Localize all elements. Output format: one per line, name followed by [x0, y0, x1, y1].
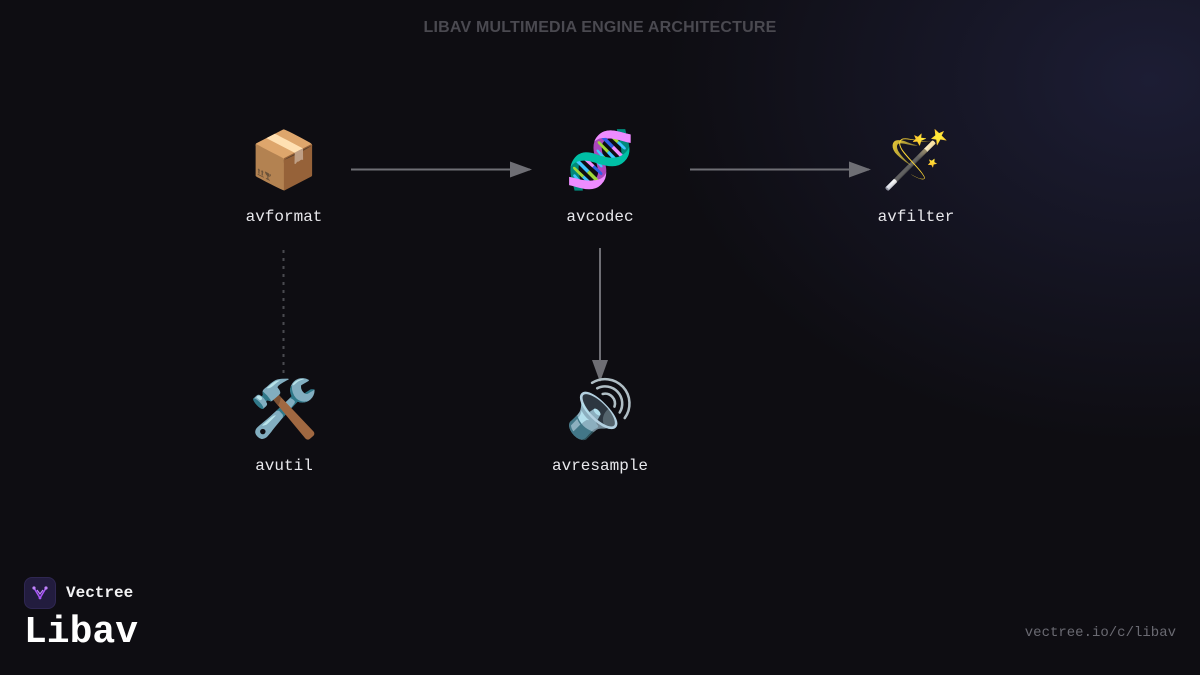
node-avresample[interactable]: 🔊 avresample — [530, 377, 670, 475]
package-icon: 📦 — [249, 128, 319, 193]
node-avutil[interactable]: 🛠️ avutil — [214, 377, 354, 475]
node-label: avcodec — [566, 208, 634, 226]
node-avcodec[interactable]: 🧬 avcodec — [530, 128, 670, 226]
diagram-title: LIBAV MULTIMEDIA ENGINE ARCHITECTURE — [423, 19, 777, 36]
product-name: Libav — [24, 611, 139, 654]
tools-icon: 🛠️ — [249, 377, 319, 442]
node-label: avutil — [255, 457, 313, 475]
node-label: avfilter — [877, 208, 955, 226]
speaker-icon: 🔊 — [565, 377, 635, 442]
brand-block: Vectree Libav — [24, 577, 138, 655]
node-label: avresample — [551, 457, 648, 475]
node-label: avformat — [245, 208, 323, 226]
node-avfilter[interactable]: 🪄 avfilter — [846, 128, 986, 226]
company-name: Vectree — [66, 584, 134, 602]
dna-icon: 🧬 — [565, 128, 635, 193]
vectree-logo-icon — [24, 577, 56, 609]
magic-wand-icon: 🪄 — [881, 128, 951, 193]
node-avformat[interactable]: 📦 avformat — [214, 128, 354, 226]
footer-url[interactable]: vectree.io/c/libav — [1024, 625, 1176, 641]
